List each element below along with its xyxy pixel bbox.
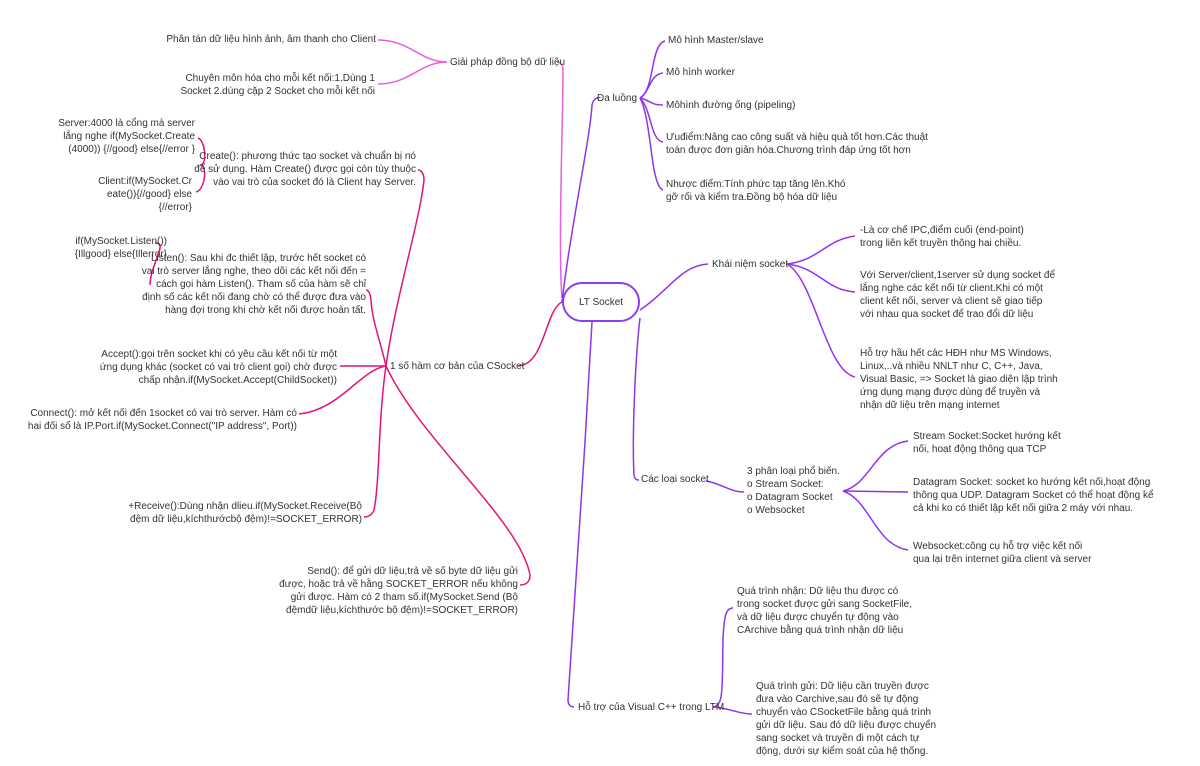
node-csocket[interactable]: 1 số hàm cơ bản của CSocket [390,361,525,372]
node-multithread-item[interactable]: Nhược điểm:Tính phức tạp tăng lên.Khó gỡ… [666,179,846,203]
connector [567,321,593,708]
node-multithread-item[interactable]: Ưuđiểm:Nâng cao công suất và hiệu quả tố… [666,132,928,156]
node-receive[interactable]: +Receive():Dùng nhận dlieu.if(MySocket.R… [128,501,362,525]
node-vcpp-item[interactable]: Quá trình gửi: Dữ liệu cần truyền được đ… [756,681,937,757]
node-concept-item[interactable]: -Là cơ chế IPC,điểm cuối (end-point) tro… [860,225,1024,249]
connector [517,301,563,367]
node-create-server[interactable]: Server:4000 là cổng mà server lắng nghe … [58,118,195,155]
node-create-client[interactable]: Client:if(MySocket.Cr eate()){//good} el… [98,176,192,213]
node-multithread-item[interactable]: Mô hình worker [666,67,735,78]
node-listen[interactable]: Listen(): Sau khi đc thiết lập, trước hế… [141,253,366,316]
connector [298,365,387,415]
node-concept-item[interactable]: Hỗ trợ hầu hết các HĐH như MS Windows, L… [860,348,1058,411]
node-types-item[interactable]: Stream Socket:Socket hướng kết nối, hoạt… [913,431,1061,455]
connector [385,169,425,367]
node-connect[interactable]: Connect(): mở kết nối đến 1socket có vai… [27,408,297,432]
connector [712,706,753,715]
connector [786,263,856,293]
node-sync[interactable]: Giải pháp đồng bộ dữ liệu [450,57,566,68]
connector [639,263,709,311]
connector [786,235,856,265]
connector [149,242,161,286]
connector [705,480,745,493]
connector [632,317,641,481]
node-accept[interactable]: Accept():gọi trên socket khi có yêu cầu … [99,349,337,386]
node-concept-item[interactable]: Với Server/client,1server sử dụng socket… [860,270,1056,320]
connector [195,164,206,193]
node-vcpp-item[interactable]: Quá trình nhận: Dữ liệu thu được có tron… [737,586,913,636]
connector [363,365,387,518]
connector [377,61,448,85]
node-create[interactable]: Create(): phương thức tạo socket và chuẩ… [194,151,416,188]
node-types-item[interactable]: Websocket:công cụ hỗ trợ việc kết nối qu… [913,541,1092,565]
connector [639,97,664,191]
connector [365,289,387,367]
node-multithread-item[interactable]: Mô hình Master/slave [668,35,764,46]
connector [712,607,734,708]
root-node[interactable]: LT Socket [562,282,640,322]
connector [639,40,666,99]
connector [377,39,448,63]
connector [842,490,909,551]
root-label: LT Socket [578,296,624,308]
connector [842,490,909,493]
connector [639,97,664,143]
node-multithread-item[interactable]: Môhình đường ống (pipeling) [666,100,796,111]
connector [561,97,599,303]
connector [786,263,856,378]
connector [639,72,664,99]
node-send[interactable]: Send(): để gửi dữ liệu,trả về số byte dữ… [279,566,518,616]
node-types-item[interactable]: Datagram Socket: socket ko hướng kết nối… [913,477,1154,514]
node-multithread[interactable]: Đa luồng [597,93,638,104]
connector [842,440,909,492]
connector [197,137,206,166]
node-types[interactable]: Các loại socket [641,474,709,485]
node-vcpp[interactable]: Hỗ trợ của Visual C++ trong LTM [578,702,725,713]
connector [385,365,531,586]
node-types-summary[interactable]: 3 phân loại phổ biến. o Stream Socket: o… [747,466,840,516]
node-sync-item[interactable]: Chuyên môn hóa cho mỗi kết nối:1.Dùng 1 … [180,73,375,97]
node-listen-code[interactable]: if(MySocket.Listen()) {Illgood} else{Ill… [74,236,167,260]
node-concept[interactable]: Khái niệm socket [712,259,789,270]
connector [639,97,664,106]
node-sync-item[interactable]: Phân tán dữ liệu hình ảnh, âm thanh cho … [166,34,376,45]
connector [556,61,564,299]
